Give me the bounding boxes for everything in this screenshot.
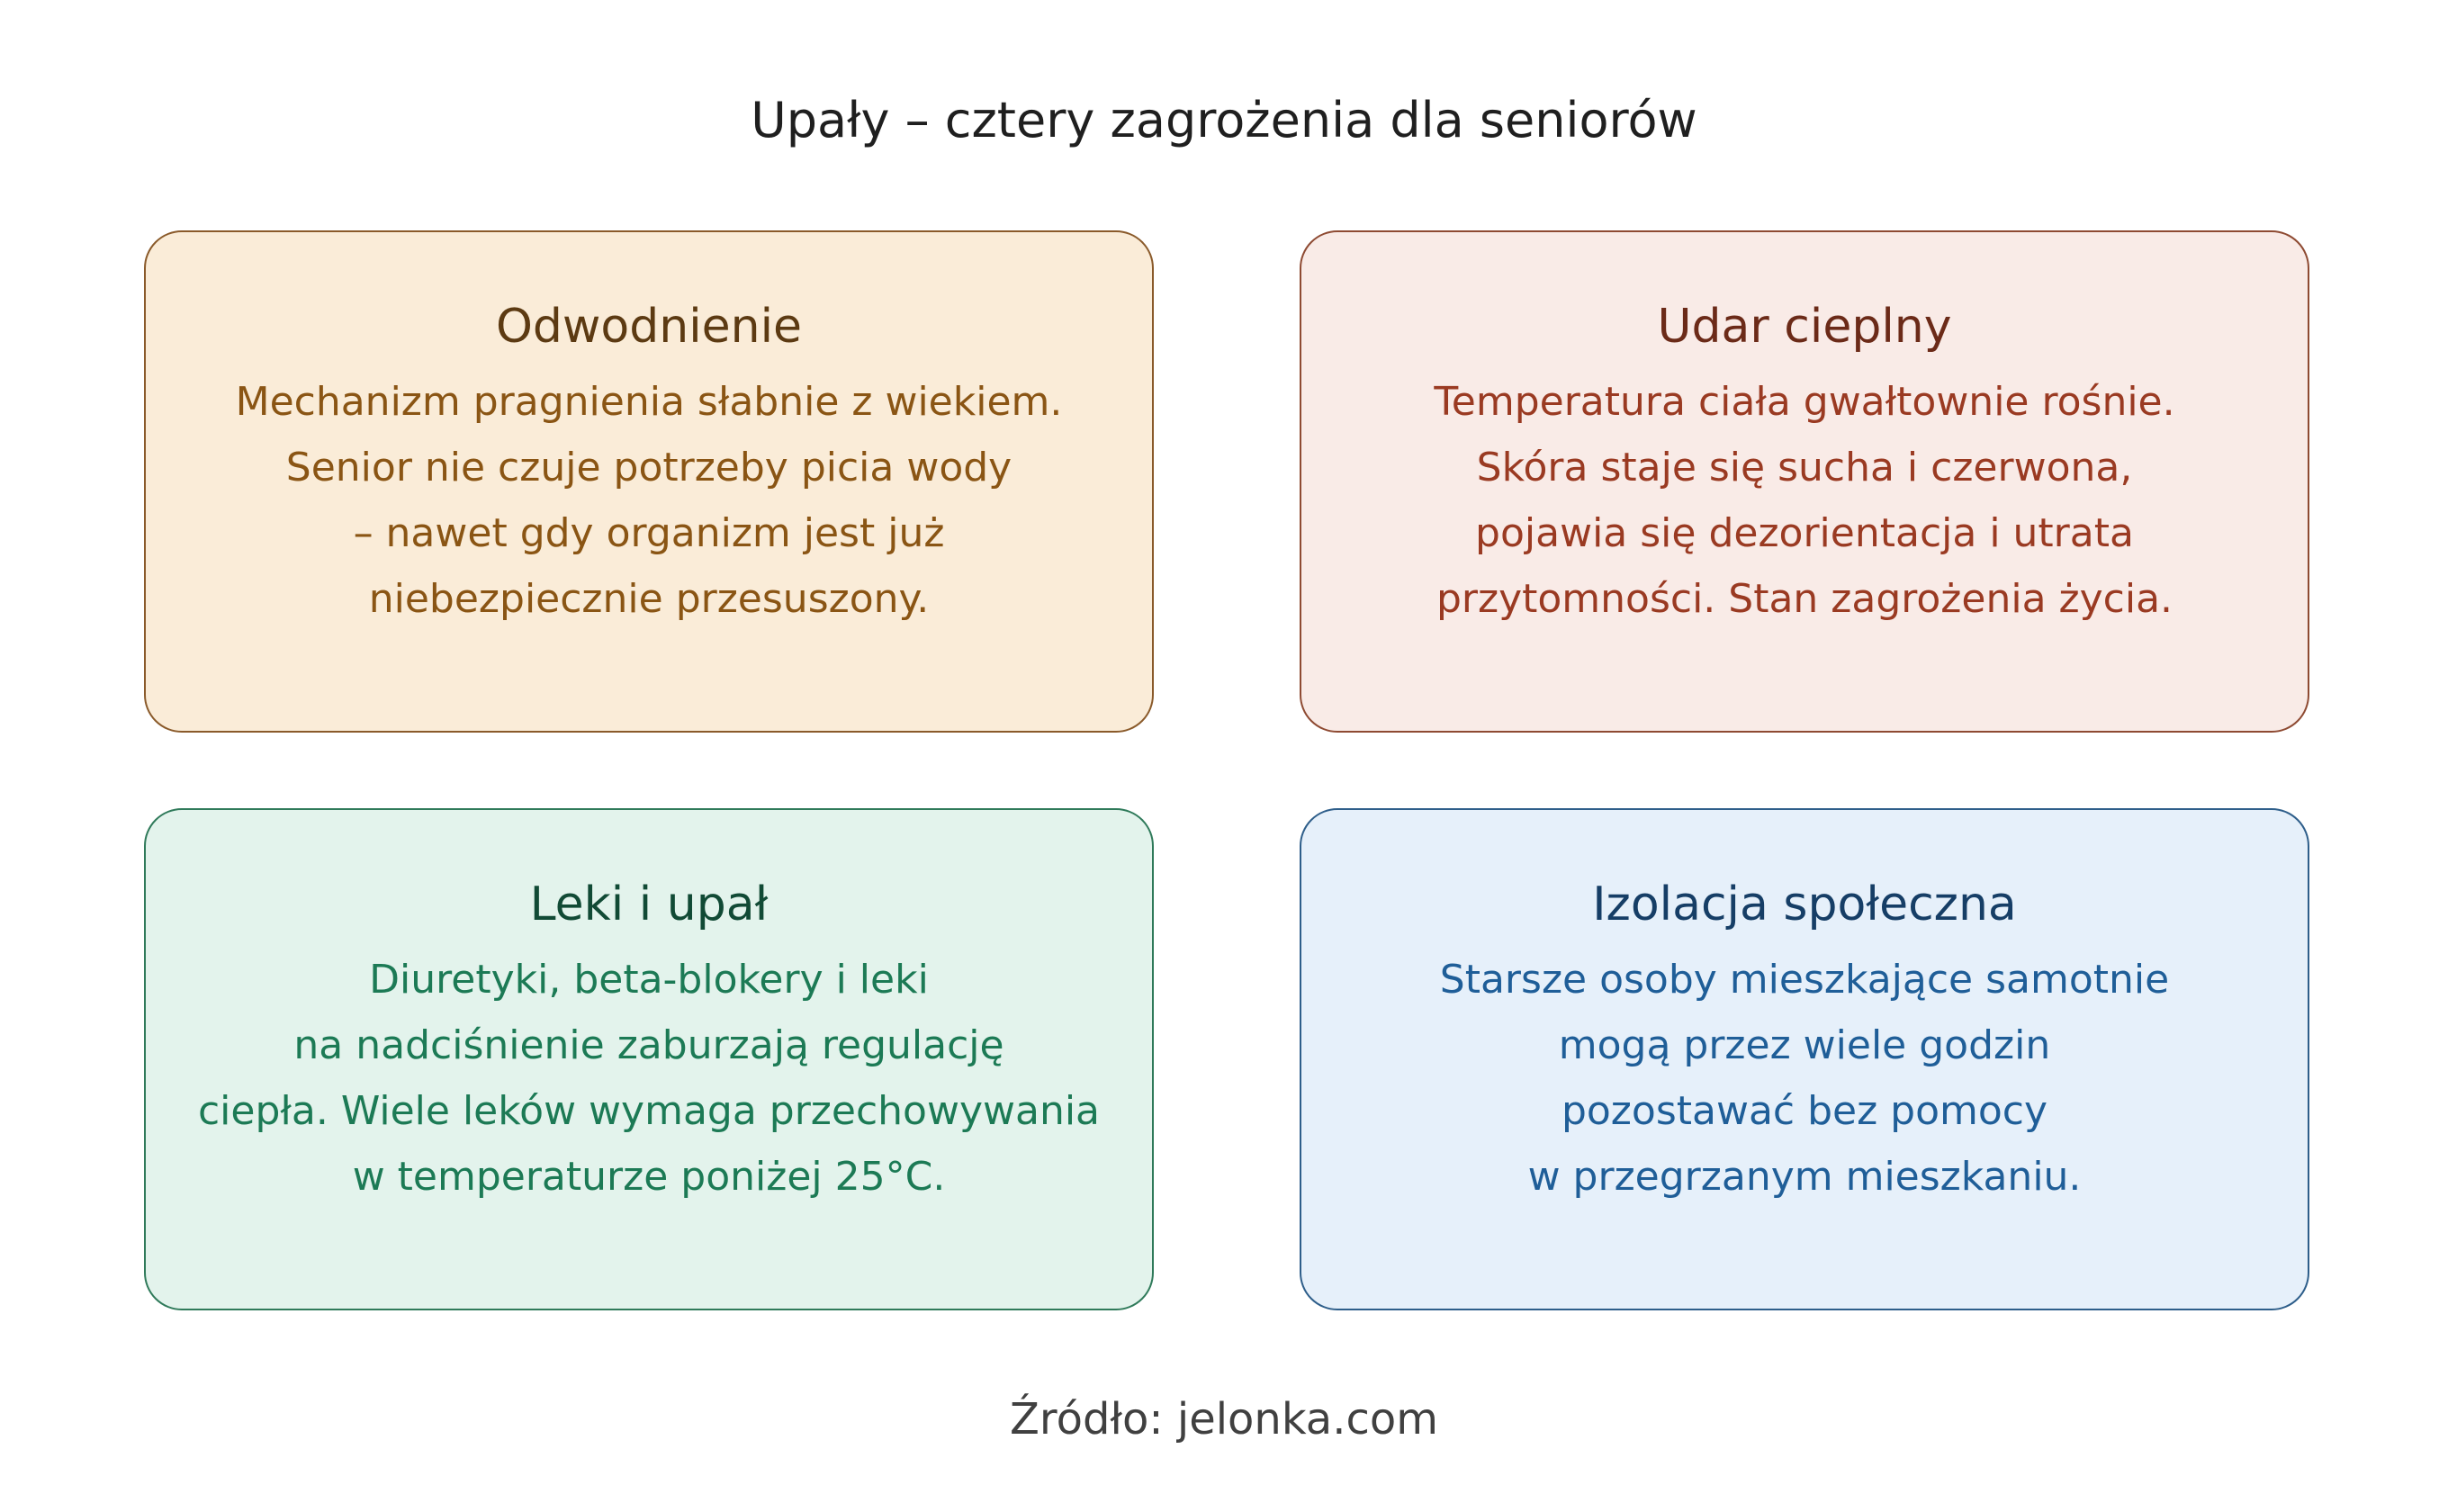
card-text-line: niebezpiecznie przesuszony. xyxy=(368,576,930,622)
card-text-line: Diuretyki, beta-blokery i leki xyxy=(369,957,929,1003)
card-title: Izolacja społeczna xyxy=(1592,878,2017,932)
card-title: Leki i upał xyxy=(529,878,769,932)
card-text-line: mogą przez wiele godzin xyxy=(1558,1022,2051,1068)
card-text-line: Skóra staje się sucha i czerwona, xyxy=(1476,445,2133,490)
card-heatstroke: Udar cieplny Temperatura ciała gwałtowni… xyxy=(1300,230,2309,733)
card-text-line: Senior nie czuje potrzeby picia wody xyxy=(285,445,1012,490)
card-text-line: w temperaturze poniżej 25°C. xyxy=(352,1154,946,1200)
card-drugs-and-heat: Leki i upał Diuretyki, beta-blokery i le… xyxy=(144,808,1154,1310)
card-social-isolation: Izolacja społeczna Starsze osoby mieszka… xyxy=(1300,808,2309,1310)
card-text-line: Temperatura ciała gwałtownie rośnie. xyxy=(1434,379,2175,425)
card-dehydration: Odwodnienie Mechanizm pragnienia słabnie… xyxy=(144,230,1154,733)
card-text-line: na nadciśnienie zaburzają regulację xyxy=(293,1022,1004,1068)
card-text-line: w przegrzanym mieszkaniu. xyxy=(1527,1154,2082,1200)
card-title: Udar cieplny xyxy=(1657,300,1952,354)
page-title: Upały – cztery zagrożenia dla seniorów xyxy=(751,92,1697,148)
card-description: Starsze osoby mieszkające samotnie mogą … xyxy=(1328,947,2281,1210)
card-text-line: Mechanizm pragnienia słabnie z wiekiem. xyxy=(235,379,1063,425)
card-text-line: pozostawać bez pomocy xyxy=(1561,1088,2048,1134)
card-text-line: Starsze osoby mieszkające samotnie xyxy=(1439,957,2170,1003)
card-description: Diuretyki, beta-blokery i leki na nadciś… xyxy=(173,947,1125,1210)
card-text-line: ciepła. Wiele leków wymaga przechowywani… xyxy=(197,1088,1101,1134)
card-description: Mechanizm pragnienia słabnie z wiekiem. … xyxy=(173,369,1125,632)
source-credit: Źródło: jelonka.com xyxy=(1010,1394,1438,1444)
card-title: Odwodnienie xyxy=(495,300,803,354)
card-text-line: pojawia się dezorientacja i utrata xyxy=(1475,510,2134,556)
card-text-line: przytomności. Stan zagrożenia życia. xyxy=(1436,576,2174,622)
card-text-line: – nawet gdy organizm jest już xyxy=(353,510,945,556)
card-description: Temperatura ciała gwałtownie rośnie. Skó… xyxy=(1328,369,2281,632)
